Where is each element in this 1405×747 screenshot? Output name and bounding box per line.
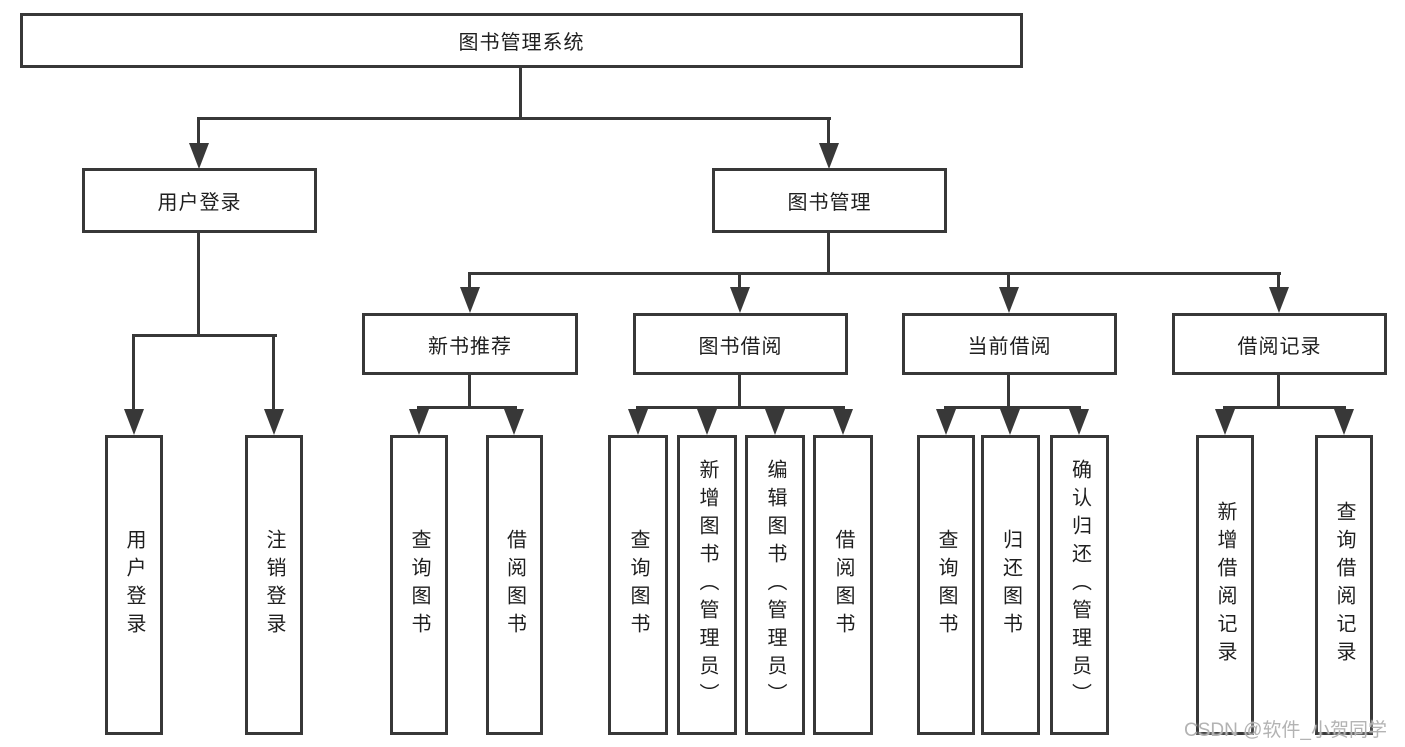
arrowhead-down-icon (833, 409, 853, 435)
node-borrowing-records: 借阅记录 (1172, 313, 1387, 375)
connector-line (197, 117, 200, 145)
leaf-user-login: 用户登录 (105, 435, 163, 735)
node-current-borrowing: 当前借阅 (902, 313, 1117, 375)
csdn-watermark: CSDN @软件_小贺同学 (1184, 720, 1387, 741)
connector-line (519, 68, 522, 120)
leaf-query-books-borrowing: 查询图书 (608, 435, 668, 735)
arrowhead-down-icon (628, 409, 648, 435)
leaf-query-books-current: 查询图书 (917, 435, 975, 735)
connector-line (738, 375, 741, 409)
leaf-logout-login: 注销登录 (245, 435, 303, 735)
connector-line (1007, 375, 1010, 409)
leaf-query-borrow-record: 查询借阅记录 (1315, 435, 1373, 735)
connector-line (132, 334, 277, 337)
connector-line (1277, 272, 1280, 290)
arrowhead-down-icon (504, 409, 524, 435)
connector-line (417, 406, 517, 409)
arrowhead-down-icon (765, 409, 785, 435)
connector-line (1277, 375, 1280, 409)
leaf-add-books-admin: 新增图书（管理员） (677, 435, 737, 735)
connector-line (272, 334, 275, 411)
leaf-return-books: 归还图书 (981, 435, 1040, 735)
leaf-borrow-books-newbook: 借阅图书 (486, 435, 543, 735)
arrowhead-down-icon (409, 409, 429, 435)
arrowhead-down-icon (124, 409, 144, 435)
arrowhead-down-icon (460, 287, 480, 313)
connector-line (1007, 272, 1010, 290)
node-library-management-system: 图书管理系统 (20, 13, 1023, 68)
connector-line (636, 406, 845, 409)
connector-line (197, 117, 831, 120)
arrowhead-down-icon (730, 287, 750, 313)
leaf-query-books-newbook: 查询图书 (390, 435, 448, 735)
node-user-login: 用户登录 (82, 168, 317, 233)
leaf-confirm-return-admin: 确认归还（管理员） (1050, 435, 1109, 735)
connector-line (468, 375, 471, 409)
node-book-management: 图书管理 (712, 168, 947, 233)
arrowhead-down-icon (1269, 287, 1289, 313)
leaf-edit-books-admin: 编辑图书（管理员） (745, 435, 805, 735)
arrowhead-down-icon (999, 287, 1019, 313)
arrowhead-down-icon (1000, 409, 1020, 435)
connector-line (197, 233, 200, 337)
arrowhead-down-icon (1334, 409, 1354, 435)
arrowhead-down-icon (697, 409, 717, 435)
node-new-book-recommendation: 新书推荐 (362, 313, 578, 375)
arrowhead-down-icon (189, 143, 209, 169)
connector-line (468, 272, 1281, 275)
connector-line (132, 334, 135, 411)
arrowhead-down-icon (936, 409, 956, 435)
leaf-borrow-books-borrowing: 借阅图书 (813, 435, 873, 735)
arrowhead-down-icon (819, 143, 839, 169)
arrowhead-down-icon (264, 409, 284, 435)
connector-line (944, 406, 1081, 409)
connector-line (1223, 406, 1346, 409)
node-book-borrowing: 图书借阅 (633, 313, 848, 375)
connector-line (827, 233, 830, 275)
connector-line (827, 117, 830, 145)
arrowhead-down-icon (1069, 409, 1089, 435)
connector-line (468, 272, 471, 290)
arrowhead-down-icon (1215, 409, 1235, 435)
connector-line (738, 272, 741, 290)
leaf-add-borrow-record: 新增借阅记录 (1196, 435, 1254, 735)
